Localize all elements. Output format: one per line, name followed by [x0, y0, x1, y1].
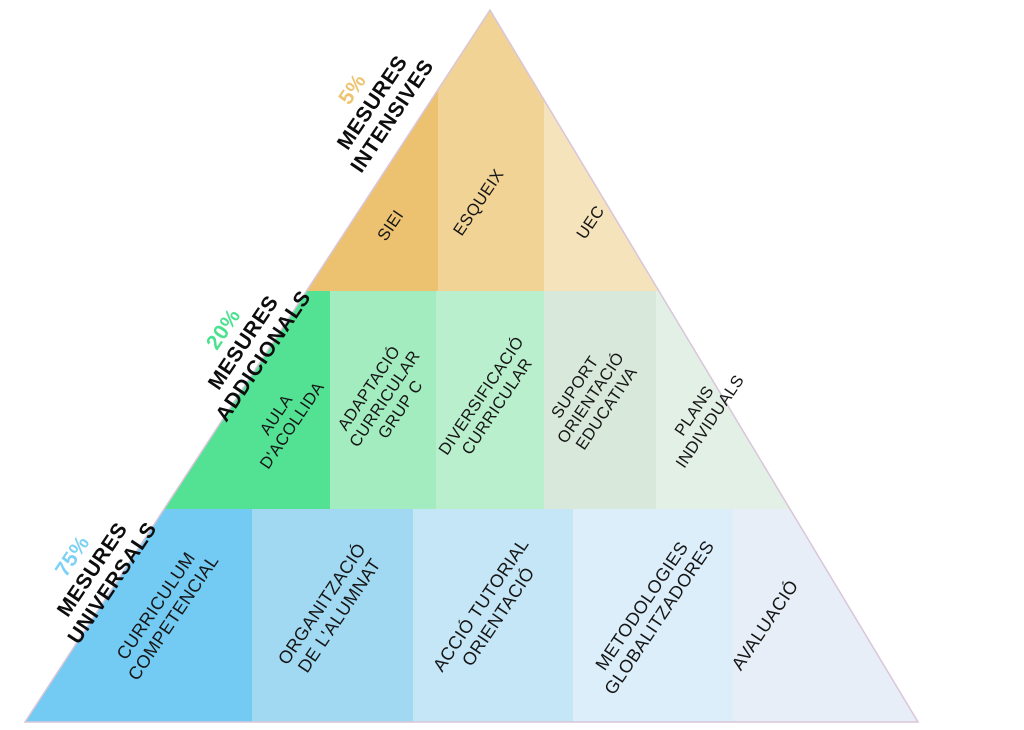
cell-uec	[544, 10, 918, 291]
cell-adaptacio-curricular	[330, 291, 436, 509]
cell-metodologies	[573, 509, 733, 722]
cell-diversificacio	[436, 291, 544, 509]
cell-suport-orientacio	[544, 291, 656, 509]
pyramid-outline	[23, 8, 920, 723]
cell-esqueix	[438, 10, 544, 291]
cell-organitzacio-alumnat	[252, 509, 413, 722]
cell-accio-tutorial	[413, 509, 573, 722]
